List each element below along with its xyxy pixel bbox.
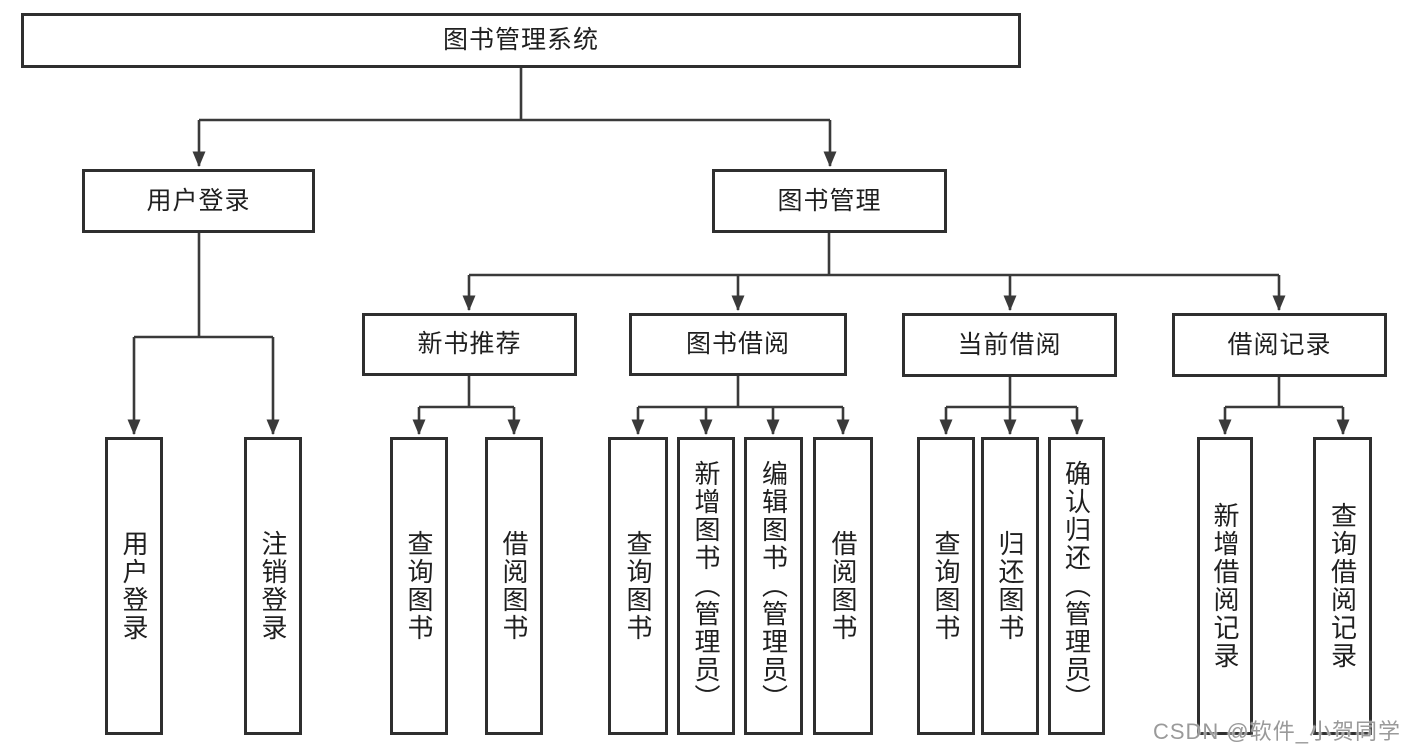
node-query-books-under-book-borrow-label: 查询图书 [623,530,653,642]
node-add-borrow-record: 新增借阅记录 [1197,437,1253,735]
csdn-watermark: CSDN @软件_小贺同学 [1152,719,1401,744]
node-logout: 注销登录 [244,437,302,735]
connector-borrow-record-branch [1218,377,1350,436]
node-borrow-books-under-new-book: 借阅图书 [485,437,543,735]
node-book-mgmt: 图书管理 [712,169,947,233]
node-user-login-label: 用户登录 [146,186,251,215]
node-borrow-books-under-book-borrow: 借阅图书 [813,437,873,735]
connector-book-mgmt-branch [462,233,1286,312]
node-current-borrow-label: 当前借阅 [957,330,1062,359]
node-query-borrow-record: 查询借阅记录 [1313,437,1372,735]
node-borrow-books-under-book-borrow-label: 借阅图书 [828,530,858,642]
node-query-books-under-book-borrow: 查询图书 [608,437,668,735]
node-root-system-label: 图书管理系统 [442,26,599,54]
node-edit-book-admin: 编辑图书（管理员） [744,437,803,735]
node-confirm-return-admin-label: 确认归还（管理员） [1061,460,1092,712]
node-book-mgmt-label: 图书管理 [777,186,882,215]
node-query-books-under-current-borrow: 查询图书 [917,437,975,735]
connector-new-book-branch [412,376,521,436]
node-book-borrow-label: 图书借阅 [685,330,790,358]
node-root-system: 图书管理系统 [21,13,1021,68]
connector-book-borrow-branch [631,376,850,436]
node-add-borrow-record-label: 新增借阅记录 [1210,502,1240,670]
node-add-book-admin-label: 新增图书（管理员） [691,460,721,712]
node-user-login-leaf-label: 用户登录 [119,530,149,642]
connector-user-login-branch [127,233,280,436]
node-return-book: 归还图书 [981,437,1039,735]
node-new-book-recommend-label: 新书推荐 [417,330,522,358]
node-query-books-under-current-borrow-label: 查询图书 [931,530,961,642]
node-add-book-admin: 新增图书（管理员） [677,437,735,735]
node-borrow-record-label: 借阅记录 [1227,330,1332,359]
node-confirm-return-admin: 确认归还（管理员） [1048,437,1105,735]
connector-current-borrow-branch [939,377,1084,436]
node-new-book-recommend: 新书推荐 [362,313,577,376]
node-return-book-label: 归还图书 [995,530,1025,642]
connector-root-to-level2 [192,68,837,168]
node-user-login: 用户登录 [82,169,315,233]
node-query-books-under-new-book-label: 查询图书 [404,530,434,642]
node-edit-book-admin-label: 编辑图书（管理员） [758,460,789,712]
node-query-borrow-record-label: 查询借阅记录 [1327,502,1358,670]
node-query-books-under-new-book: 查询图书 [390,437,448,735]
node-borrow-books-under-new-book-label: 借阅图书 [499,530,529,642]
node-book-borrow: 图书借阅 [629,313,847,376]
node-borrow-record: 借阅记录 [1172,313,1387,377]
node-user-login-leaf: 用户登录 [105,437,163,735]
node-logout-label: 注销登录 [258,530,288,642]
node-current-borrow: 当前借阅 [902,313,1117,377]
